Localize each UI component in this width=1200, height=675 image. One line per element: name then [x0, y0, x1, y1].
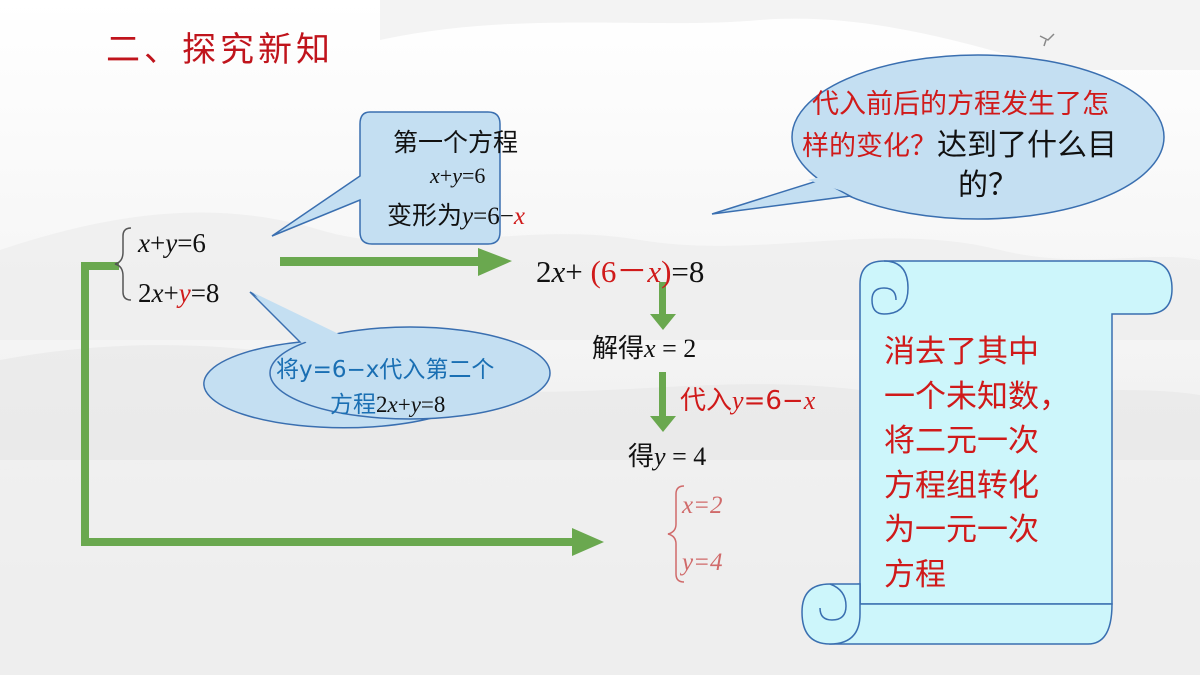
bubble-bottom-line2: 方程2x+y=8 [330, 392, 446, 418]
mountain-decoration [380, 0, 1200, 70]
solution-y: y=4 [682, 549, 723, 576]
equation-1: x+y=6 [138, 228, 206, 258]
system-brace [114, 227, 132, 301]
bubble-bottom-line1: 将y=6−x代入第二个 [276, 357, 495, 383]
scroll-text: 消去了其中 一个未知数， 将二元一次 方程组转化 为一元一次 方程 [884, 330, 1104, 597]
substitute-step-label: 代入y=6−x [680, 386, 816, 416]
speech-bubble-top-shape [271, 111, 501, 245]
question-line1: 代入前后的方程发生了怎 [812, 89, 1109, 120]
question-line2: 样的变化？达到了什么目 [802, 128, 1117, 163]
substituted-equation: 2x+ (6－x)=8 [536, 254, 705, 289]
solution-x: x=2 [682, 492, 723, 519]
scroll-line: 消去了其中 [884, 334, 1039, 370]
scroll-shape [801, 260, 1173, 645]
bird-decoration [1039, 33, 1055, 47]
scroll-line: 一个未知数， [884, 378, 1070, 415]
scroll-line: 为一元一次 [884, 512, 1039, 548]
bubble-top-line1: 第一个方程 [393, 128, 519, 157]
solve-step-y: 得y = 4 [628, 442, 707, 472]
flow-arrows [81, 248, 676, 556]
scroll-line: 方程 [884, 556, 946, 593]
solution-brace [667, 485, 685, 583]
question-line3: 的？ [958, 168, 1018, 203]
bubble-top-line2: x+y=6 [430, 163, 486, 188]
equation-2: 2x+y=8 [138, 278, 220, 308]
slide-title: 二、探究新知 [106, 30, 334, 70]
scroll-line: 方程组转化 [884, 467, 1039, 504]
question-bubble-shape [791, 54, 1165, 220]
solve-step-x: 解得x = 2 [592, 334, 697, 364]
bubble-top-line3: 变形为y=6−x [387, 201, 525, 230]
scroll-line: 将二元一次 [884, 423, 1039, 459]
